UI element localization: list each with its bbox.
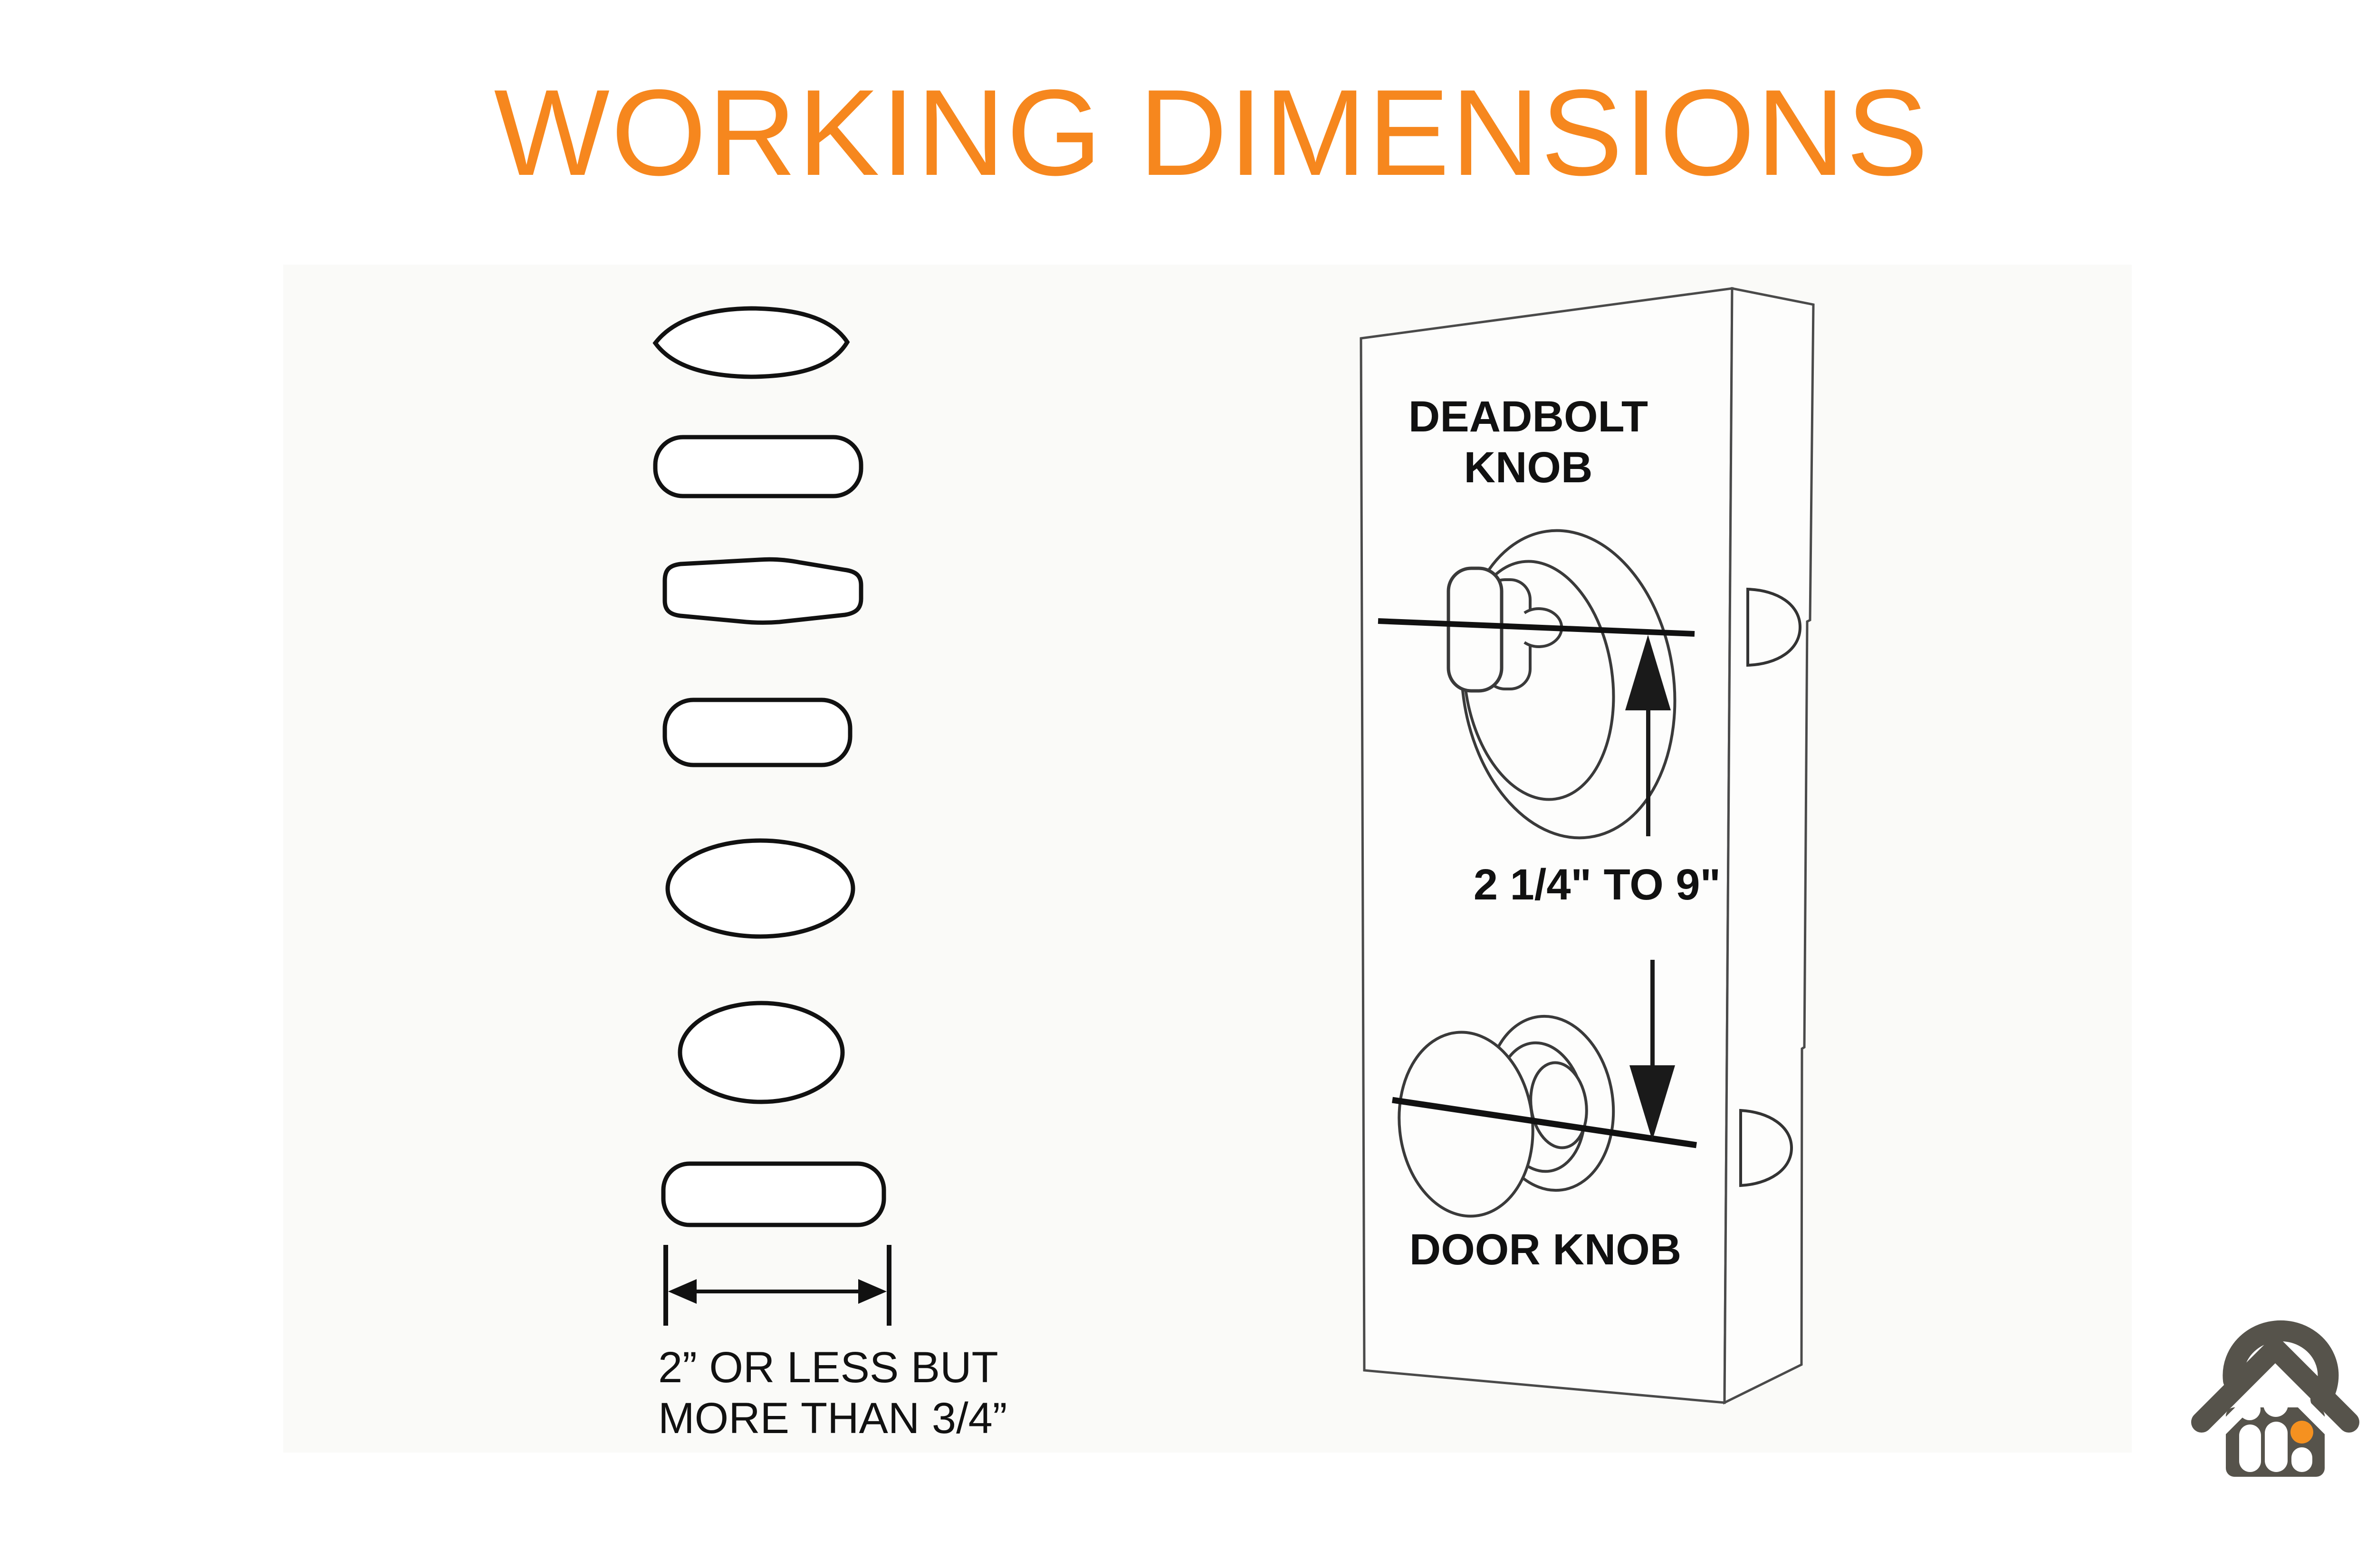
figure-body-small xyxy=(2291,1447,2312,1472)
deadbolt-thumbturn-grip xyxy=(1447,566,1504,693)
wide-ellipse-profile xyxy=(665,838,855,939)
oval-profile xyxy=(678,1001,845,1104)
door-knob-label: DOOR KNOB xyxy=(1409,1225,1682,1274)
figure-head-small-orange xyxy=(2290,1421,2313,1444)
figure-head-middle xyxy=(2263,1392,2288,1417)
doorknob-ball xyxy=(1398,1031,1534,1218)
logo-family-figures xyxy=(2239,1392,2313,1472)
doorknob-centerline xyxy=(1392,1097,1697,1148)
door-illustration xyxy=(1360,287,1815,1405)
rounded-rectangle-profile xyxy=(662,698,853,767)
deadbolt-centerline xyxy=(1378,618,1695,637)
width-dimension xyxy=(663,1245,891,1326)
scanned-image-background xyxy=(283,265,2132,1453)
spacing-dimension-label: 2 1/4" TO 9" xyxy=(1473,860,1721,909)
logo-roof xyxy=(2191,1338,2359,1433)
pointed-oval-profile xyxy=(652,306,850,379)
dimension-end-bar-right xyxy=(887,1245,891,1326)
width-dimension-label-line2: MORE THAN 3/4” xyxy=(658,1394,1007,1443)
dimension-line xyxy=(680,1290,875,1293)
deadbolt-knob-label-line1: DEADBOLT xyxy=(1408,392,1648,441)
doorknob-latch xyxy=(1739,1109,1793,1187)
deadbolt-latch xyxy=(1746,587,1802,667)
dimension-arrowhead-right xyxy=(858,1279,887,1304)
thin-rounded-rectangle-profile xyxy=(661,1161,886,1227)
dimension-arrowhead-left xyxy=(668,1279,697,1304)
deadbolt-knob-drawing xyxy=(1447,529,1677,840)
width-dimension-label-line1: 2” OR LESS BUT xyxy=(658,1343,998,1392)
figure-body-left xyxy=(2239,1425,2261,1472)
house-lock-logo xyxy=(2191,1320,2359,1477)
dimension-end-bar-left xyxy=(663,1245,668,1326)
logo-roof-gap xyxy=(2215,1367,2335,1436)
knob-profile-shapes xyxy=(652,306,886,1227)
deadbolt-knob-label-line2: KNOB xyxy=(1464,443,1593,492)
page-title: WORKING DIMENSIONS xyxy=(494,64,1930,201)
figure-head-left xyxy=(2239,1398,2261,1420)
padlock-shackle-icon xyxy=(2223,1320,2339,1410)
door-edge-face xyxy=(1723,287,1815,1405)
down-arrow xyxy=(1629,960,1675,1140)
stadium-profile xyxy=(653,435,863,498)
hexagonal-profile xyxy=(662,557,863,625)
figure-body-middle xyxy=(2265,1422,2288,1472)
up-arrow xyxy=(1625,635,1671,836)
